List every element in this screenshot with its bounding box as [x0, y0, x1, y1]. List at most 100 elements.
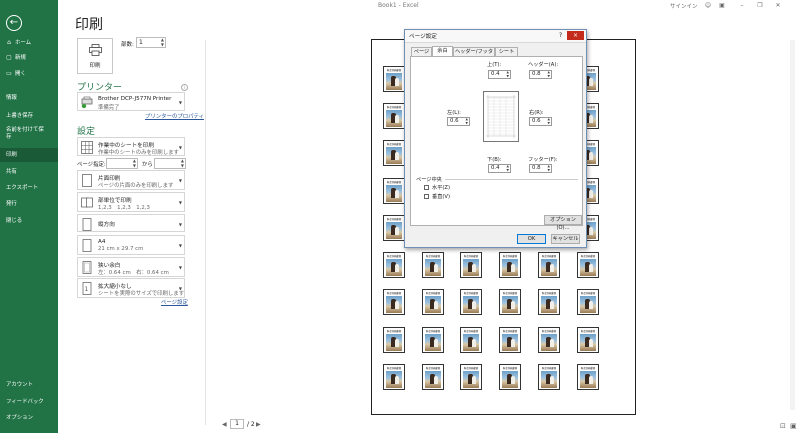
nav-item-open[interactable]: ▭開く: [0, 67, 58, 81]
orientation-selector[interactable]: 縦方向 ▼: [77, 214, 185, 232]
nav-item-export[interactable]: エクスポート: [6, 185, 39, 191]
sign-in-link[interactable]: サインイン: [670, 4, 698, 10]
sides-selector[interactable]: 片面印刷 ページの片面のみを印刷します ▼: [77, 170, 185, 190]
tab-header-footer[interactable]: ヘッダー/フッター: [453, 47, 495, 64]
thumbnail-caption: 料金別納郵便: [580, 143, 596, 146]
bottom-margin-label: 下(B):: [487, 157, 502, 163]
print-button[interactable]: 印刷: [77, 38, 113, 74]
nav-item-share[interactable]: 共有: [6, 169, 17, 175]
dialog-title-bar[interactable]: ページ設定 ? ×: [405, 30, 586, 43]
printer-heading: プリンター: [77, 83, 123, 93]
prev-page-icon[interactable]: ◀: [222, 421, 227, 428]
thumbnail-caption: 料金別納郵便: [580, 292, 596, 295]
nav-item-account[interactable]: アカウント: [6, 382, 33, 388]
thumbnail-figure: [589, 78, 593, 86]
nav-item-info[interactable]: 情報: [6, 95, 17, 101]
current-page-input[interactable]: 1: [230, 419, 244, 429]
ribbon-display-icon[interactable]: ▣: [719, 2, 725, 9]
thumbnail-figure: [550, 339, 554, 347]
thumbnail-figure: [511, 301, 515, 309]
printer-selector[interactable]: Brother DCP-J577N Printer 準備完了 ▼: [77, 92, 185, 111]
thumbnail-figure: [585, 188, 590, 198]
nav-item-save-as[interactable]: 名前を付けて保存: [6, 127, 44, 140]
thumbnail-figure: [589, 227, 593, 235]
header-margin-input[interactable]: 0.8▲▼: [529, 70, 552, 79]
copies-value: 1: [139, 39, 143, 46]
page-setup-link[interactable]: ページ設定: [161, 300, 188, 306]
scaling-selector[interactable]: 1 拡大縮小なし シートを実際のサイズで印刷します ▼: [77, 278, 185, 298]
printer-properties-link[interactable]: プリンターのプロパティ: [145, 114, 204, 120]
label-thumbnail: 料金別納郵便: [422, 327, 444, 353]
nav-item-save[interactable]: 上書き保存: [6, 113, 33, 119]
portrait-icon: [82, 218, 92, 231]
copies-stepper[interactable]: 1 ▲▼: [136, 37, 166, 48]
spinner-arrows-icon[interactable]: ▲▼: [506, 164, 509, 172]
cancel-button[interactable]: キャンセル: [551, 234, 580, 244]
nav-item-close[interactable]: 閉じる: [6, 218, 23, 224]
label-thumbnail: 料金別納郵便: [577, 252, 599, 278]
nav-item-feedback[interactable]: フィードバック: [6, 399, 44, 405]
print-what-selector[interactable]: 作業中のシートを印刷 作業中のシートのみを印刷します ▼: [77, 137, 185, 156]
tab-sheet[interactable]: シート: [495, 47, 518, 56]
label-thumbnail: 料金別納郵便: [499, 289, 521, 315]
tab-margins[interactable]: 余白: [432, 46, 453, 57]
thumbnail-caption: 料金別納郵便: [463, 292, 479, 295]
nav-item-new[interactable]: ▢新規: [0, 51, 58, 65]
spinner-arrows-icon[interactable]: ▲▼: [547, 117, 550, 125]
sides-label: 片面印刷: [98, 176, 121, 182]
spinner-arrows-icon[interactable]: ▲▼: [465, 117, 468, 125]
thumbnail-caption: 料金別納郵便: [425, 255, 441, 258]
top-margin-input[interactable]: 0.4▲▼: [488, 70, 511, 79]
thumbnail-figure: [391, 262, 396, 272]
thumbnail-figure: [395, 376, 399, 384]
nav-item-home[interactable]: ⌂ホーム: [0, 36, 58, 50]
spinner-arrows-icon[interactable]: ▲▼: [506, 70, 509, 78]
info-icon[interactable]: i: [181, 84, 188, 91]
spinner-arrows-icon[interactable]: ▲▼: [547, 70, 550, 78]
preview-scrollbar[interactable]: [790, 40, 795, 410]
nav-item-publish[interactable]: 発行: [6, 201, 17, 207]
spinner-arrows-icon[interactable]: ▲▼: [160, 37, 164, 47]
restore-icon[interactable]: ❐: [757, 2, 763, 9]
thumbnail-figure: [550, 264, 554, 272]
top-margin-label: 上(T):: [487, 62, 502, 68]
nav-item-options[interactable]: オプション: [6, 415, 33, 421]
paper-icon: [82, 239, 92, 252]
horizontal-checkbox[interactable]: [424, 185, 429, 190]
spinner-arrows-icon[interactable]: ▲▼: [132, 158, 136, 168]
bottom-margin-input[interactable]: 0.4▲▼: [488, 164, 511, 173]
footer-margin-input[interactable]: 0.8▲▼: [529, 164, 552, 173]
right-margin-input[interactable]: 0.6▲▼: [529, 117, 552, 126]
next-page-icon[interactable]: ▶: [256, 421, 261, 428]
smiley-icon[interactable]: ☺: [704, 2, 712, 9]
page-from-input[interactable]: ▲▼: [106, 158, 138, 169]
thumbnail-figure: [589, 376, 593, 384]
thumbnail-figure: [430, 299, 435, 309]
show-margins-icon[interactable]: ▣: [790, 422, 797, 430]
options-button[interactable]: オプション(O)...: [544, 215, 582, 231]
help-icon[interactable]: ?: [559, 32, 563, 39]
collate-selector[interactable]: 部単位で印刷 1,2,3 1,2,3 1,2,3 ▼: [77, 192, 185, 212]
vertical-checkbox[interactable]: [424, 194, 429, 199]
tab-page[interactable]: ページ: [411, 47, 432, 56]
dialog-close-icon[interactable]: ×: [567, 31, 584, 40]
ok-button[interactable]: OK: [517, 234, 546, 244]
spinner-arrows-icon[interactable]: ▲▼: [547, 164, 550, 172]
svg-text:1: 1: [85, 286, 89, 293]
margins-icon: [82, 261, 92, 274]
page-to-input[interactable]: ▲▼: [154, 158, 186, 169]
minimize-icon[interactable]: –: [740, 2, 744, 9]
left-margin-input[interactable]: 0.6▲▼: [447, 117, 470, 126]
label-thumbnail: 料金別納郵便: [538, 327, 560, 353]
close-window-icon[interactable]: ✕: [775, 2, 781, 9]
thumbnail-figure: [430, 374, 435, 384]
margins-selector[interactable]: 狭い余白 左：0.64 cm 右：0.64 cm ▼: [77, 257, 185, 277]
back-arrow-icon[interactable]: ←: [6, 15, 22, 31]
spinner-arrows-icon[interactable]: ▲▼: [180, 158, 184, 168]
nav-item-print[interactable]: 印刷: [0, 148, 58, 162]
thumbnail-figure: [395, 227, 399, 235]
label-thumbnail: 料金別納郵便: [422, 252, 444, 278]
zoom-to-page-icon[interactable]: ⊡: [780, 422, 786, 430]
label-thumbnail: 料金別納郵便: [383, 140, 405, 166]
paper-size-selector[interactable]: A4 21 cm x 29.7 cm ▼: [77, 235, 185, 255]
